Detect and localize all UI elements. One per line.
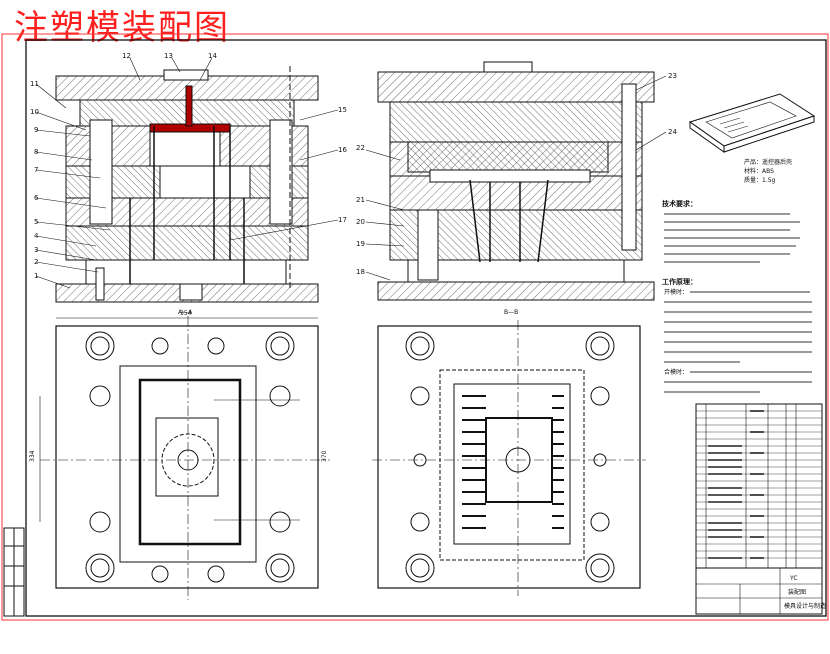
notes-block (664, 213, 812, 393)
work-principle-lead: 开模时： (664, 288, 688, 296)
dim-top: 354 (180, 310, 192, 317)
part-label: 20 (356, 218, 365, 226)
part-labels-right: 18 19 20 21 22 23 24 (356, 72, 677, 276)
section-label-a: A—A (178, 309, 193, 316)
drawing-title: 注塑模装配图 (14, 8, 230, 48)
part-label: 2 (34, 258, 38, 266)
product-name: 产品：遥控器后壳 (744, 158, 792, 166)
plan-view-right (372, 320, 646, 596)
product-material: 材料：ABS (744, 167, 774, 175)
part-label: 11 (30, 80, 39, 88)
part-labels-left: 1 2 3 4 5 6 7 8 9 10 11 12 13 14 15 16 1… (30, 52, 347, 280)
part-label: 14 (208, 52, 217, 60)
part-label: 5 (34, 218, 38, 226)
part-label: 18 (356, 268, 365, 276)
section-label-b: B—B (504, 309, 518, 316)
product-sketch (688, 93, 816, 153)
margin-strip (3, 527, 25, 617)
work-principle-lead2: 合模时： (664, 368, 688, 376)
dim-right: 370 (321, 450, 328, 462)
part-label: 6 (34, 194, 39, 202)
part-label: 10 (30, 108, 39, 116)
part-label: 12 (122, 52, 131, 60)
title-block-drawing-name: 装配图 (788, 588, 806, 596)
part-label: 22 (356, 144, 365, 152)
title-block-code: YC (789, 575, 798, 582)
work-principle-title: 工作原理： (662, 277, 697, 286)
part-label: 8 (34, 148, 38, 156)
product-weight: 质量：1.5g (744, 176, 776, 184)
part-label: 1 (34, 272, 38, 280)
part-label: 9 (34, 126, 38, 134)
dim-left: 334 (29, 450, 36, 462)
section-view-b (365, 61, 667, 301)
part-label: 24 (668, 128, 677, 136)
part-label: 19 (356, 240, 365, 248)
part-label: 13 (164, 52, 173, 60)
parts-list (695, 403, 823, 569)
section-view-a (35, 57, 339, 303)
part-label: 16 (338, 146, 347, 154)
part-label: 4 (34, 232, 39, 240)
tech-req-title: 技术要求： (662, 199, 697, 208)
title-block-school: 模具设计与制造 (784, 602, 826, 610)
part-label: 17 (338, 216, 347, 224)
part-label: 23 (668, 72, 677, 80)
part-label: 7 (34, 166, 38, 174)
part-label: 21 (356, 196, 365, 204)
sheet-inner-border (25, 39, 827, 617)
sheet-outer-border (1, 33, 829, 621)
part-label: 15 (338, 106, 347, 114)
title-block (695, 567, 823, 615)
part-label: 3 (34, 246, 38, 254)
plan-view-left (39, 316, 330, 600)
